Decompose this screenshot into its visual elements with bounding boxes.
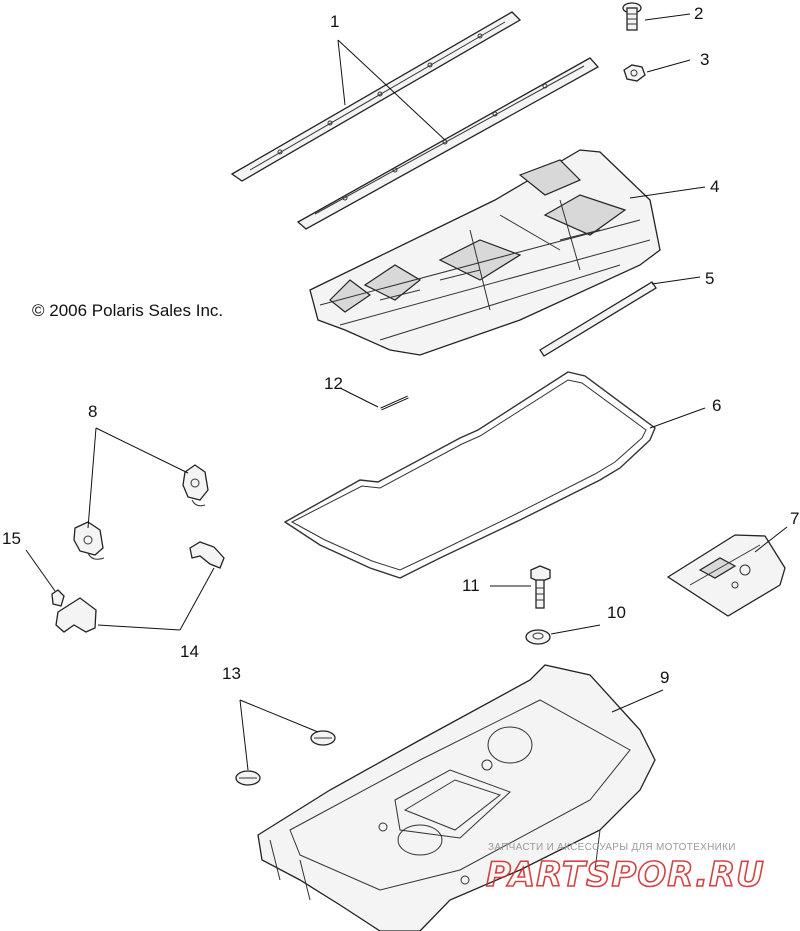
callout-1: 1	[330, 12, 339, 31]
callout-8: 8	[88, 402, 97, 421]
part-9-lower-tray	[257, 664, 656, 931]
callout-6: 6	[712, 396, 721, 415]
part-2-bolt	[622, 2, 642, 31]
callout-10: 10	[607, 603, 626, 622]
part-8-clamps	[73, 464, 209, 560]
callout-7: 7	[790, 509, 799, 528]
watermark-brand: PARTSPOR.RU	[486, 855, 765, 895]
callout-4: 4	[710, 177, 719, 196]
callout-9: 9	[660, 668, 669, 687]
callout-labels: 1 2 3 4 5 6 7 8 9 10 11 12 13 14 15	[2, 4, 799, 687]
part-10-washer	[525, 629, 551, 645]
callout-15: 15	[2, 529, 21, 548]
part-7-plate	[666, 534, 786, 617]
copyright-notice: © 2006 Polaris Sales Inc.	[32, 301, 223, 320]
callout-13: 13	[222, 664, 241, 683]
callout-12: 12	[324, 374, 343, 393]
part-13-plugs	[235, 730, 336, 786]
callout-3: 3	[700, 50, 709, 69]
callout-14: 14	[180, 642, 199, 661]
watermark-tagline: ЗАПЧАСТИ И АКСЕССУАРЫ ДЛЯ МОТОТЕХНИКИ	[488, 842, 736, 853]
part-12-pin	[380, 395, 409, 411]
part-11-bolt	[530, 565, 551, 609]
callout-5: 5	[705, 269, 714, 288]
watermark: ЗАПЧАСТИ И АКСЕССУАРЫ ДЛЯ МОТОТЕХНИКИ PA…	[485, 842, 765, 896]
part-6-gasket	[283, 371, 656, 579]
part-1-seal-strips	[230, 11, 600, 230]
part-15-clip	[51, 589, 65, 607]
callout-11: 11	[462, 576, 480, 595]
part-3-nut	[623, 64, 646, 82]
callout-2: 2	[694, 4, 703, 23]
part-4-upper-housing	[309, 149, 661, 356]
leader-lines	[25, 13, 788, 771]
part-14-brackets	[55, 541, 225, 633]
part-5-rod	[539, 281, 657, 357]
